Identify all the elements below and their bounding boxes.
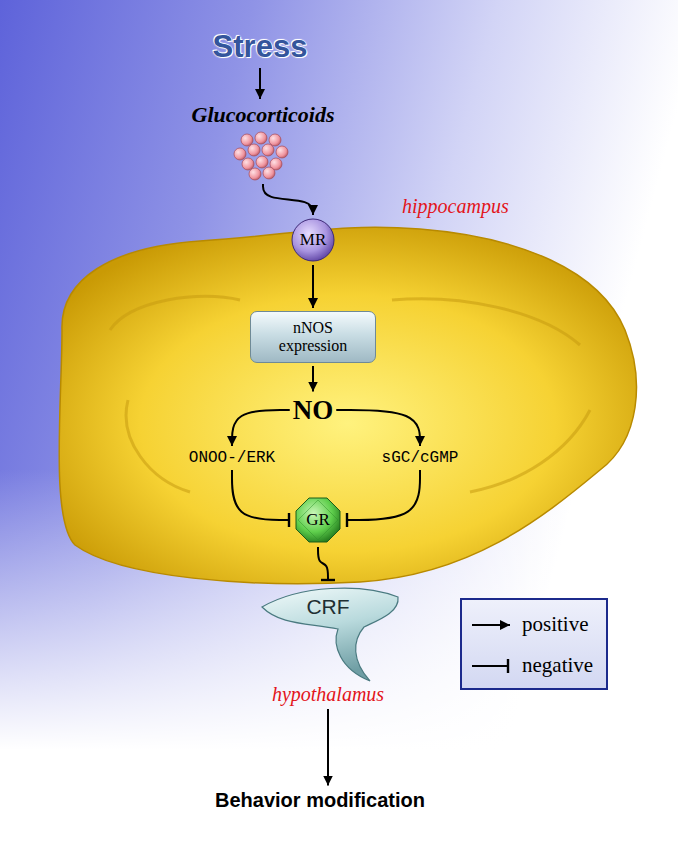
outcome-label: Behavior modification	[215, 789, 425, 812]
receptor-octagon: GR	[294, 496, 342, 544]
node-text: ONOO-/ERK	[189, 449, 275, 467]
legend-text: negative	[522, 653, 593, 678]
hormone-label: Glucocorticoids	[192, 102, 335, 181]
node-text: GR	[306, 510, 330, 530]
node-text: hippocampus	[402, 195, 509, 218]
node-text: Glucocorticoids	[192, 102, 335, 128]
legend-box: positive negative	[460, 598, 608, 690]
receptor-circle: MR	[291, 218, 335, 262]
hippocampus-region: hippocampusMR nNOS expressionNO ONOO-/ERK s…	[50, 195, 645, 585]
legend-sample	[470, 616, 514, 634]
node-text: CRF	[248, 583, 408, 683]
arrow-connector	[259, 68, 261, 99]
node-text: Stress	[213, 29, 308, 65]
legend-entry: negative	[462, 645, 606, 686]
hippocampus-outline	[50, 195, 645, 585]
molecule-label: NO	[293, 395, 334, 426]
legend-line	[472, 665, 508, 667]
arrow-connector	[327, 709, 329, 786]
crf-region: CRFhypothalamus	[248, 583, 408, 706]
glucocorticoid-molecules	[225, 131, 301, 181]
legend-entry: positive	[462, 604, 606, 645]
legend-line	[472, 624, 510, 626]
legend-text: positive	[522, 612, 589, 637]
arrow-connector	[312, 265, 314, 308]
node-text: MR	[300, 230, 326, 250]
stress-label: Stress	[213, 29, 308, 65]
arrow-connector	[263, 184, 313, 215]
node-text: sGC/cGMP	[382, 449, 459, 467]
node-text: Behavior modification	[215, 789, 425, 812]
arrow-connector	[312, 366, 314, 392]
node-text: nNOS expression	[263, 319, 363, 355]
pathway-label: sGC/cGMP	[382, 449, 459, 467]
process-box: nNOS expression	[250, 311, 376, 363]
pathway-label: ONOO-/ERK	[189, 449, 275, 467]
node-text: NO	[293, 395, 334, 426]
node-text: hypothalamus	[248, 683, 408, 706]
legend-sample	[470, 657, 514, 675]
